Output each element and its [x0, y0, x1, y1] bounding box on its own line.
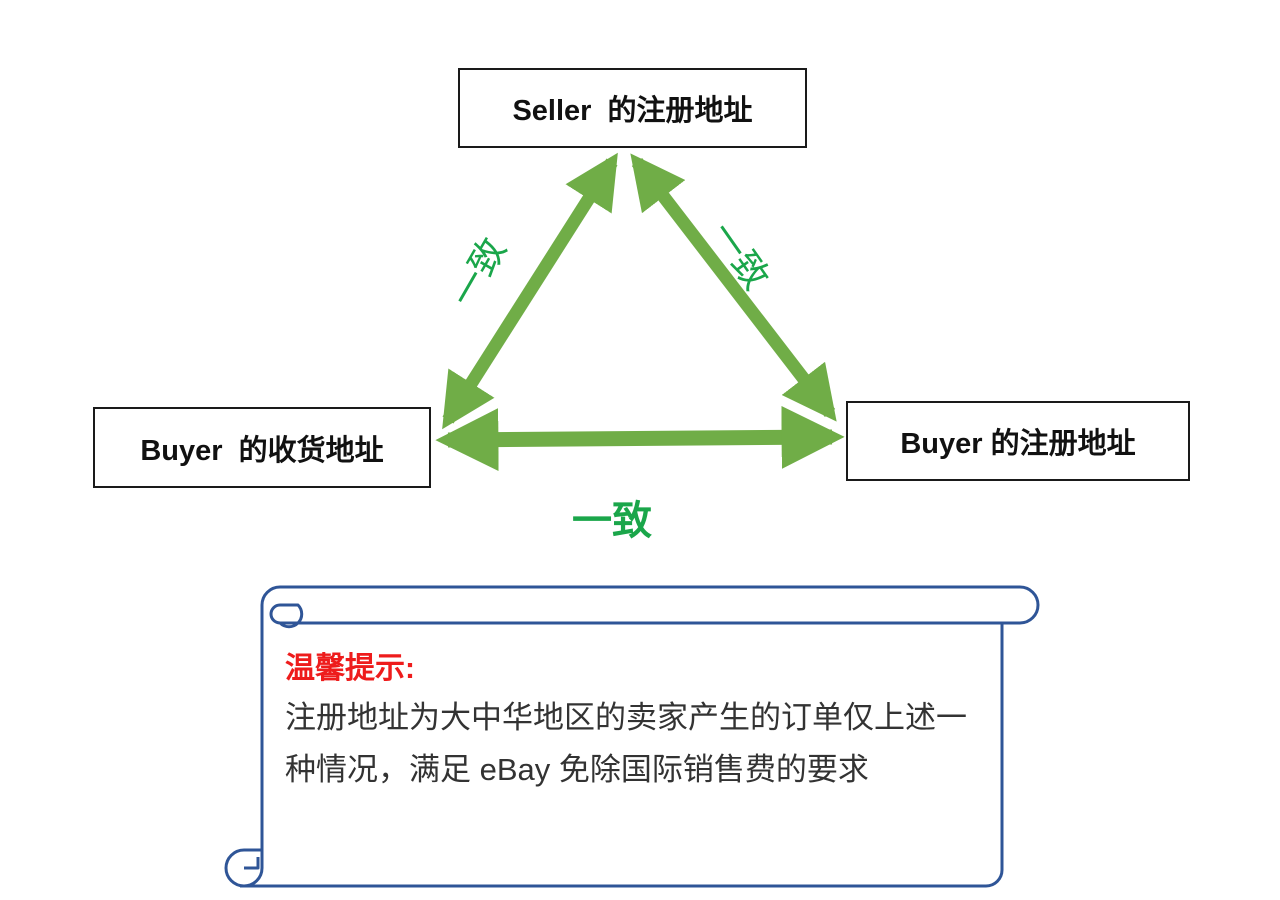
arrow-left-edge [442, 152, 618, 430]
edge-label-bottom: 一致 [572, 499, 652, 543]
buyer-registered-address-label: Buyer 的注册地址 [900, 428, 1136, 460]
buyer-shipping-address-box: Buyer 的收货地址 [93, 407, 431, 488]
seller-registered-address-label: Seller 的注册地址 [512, 95, 753, 127]
tip-body: 注册地址为大中华地区的卖家产生的订单仅上述一种情况，满足 eBay 免除国际销售… [285, 700, 967, 787]
arrow-bottom-edge [435, 405, 845, 472]
seller-registered-address-box: Seller 的注册地址 [458, 68, 807, 148]
tip-title: 温馨提示: [285, 652, 415, 685]
arrow-right-edge [630, 153, 837, 422]
buyer-shipping-address-label: Buyer 的收货地址 [140, 434, 384, 467]
buyer-registered-address-box: Buyer 的注册地址 [846, 401, 1190, 481]
